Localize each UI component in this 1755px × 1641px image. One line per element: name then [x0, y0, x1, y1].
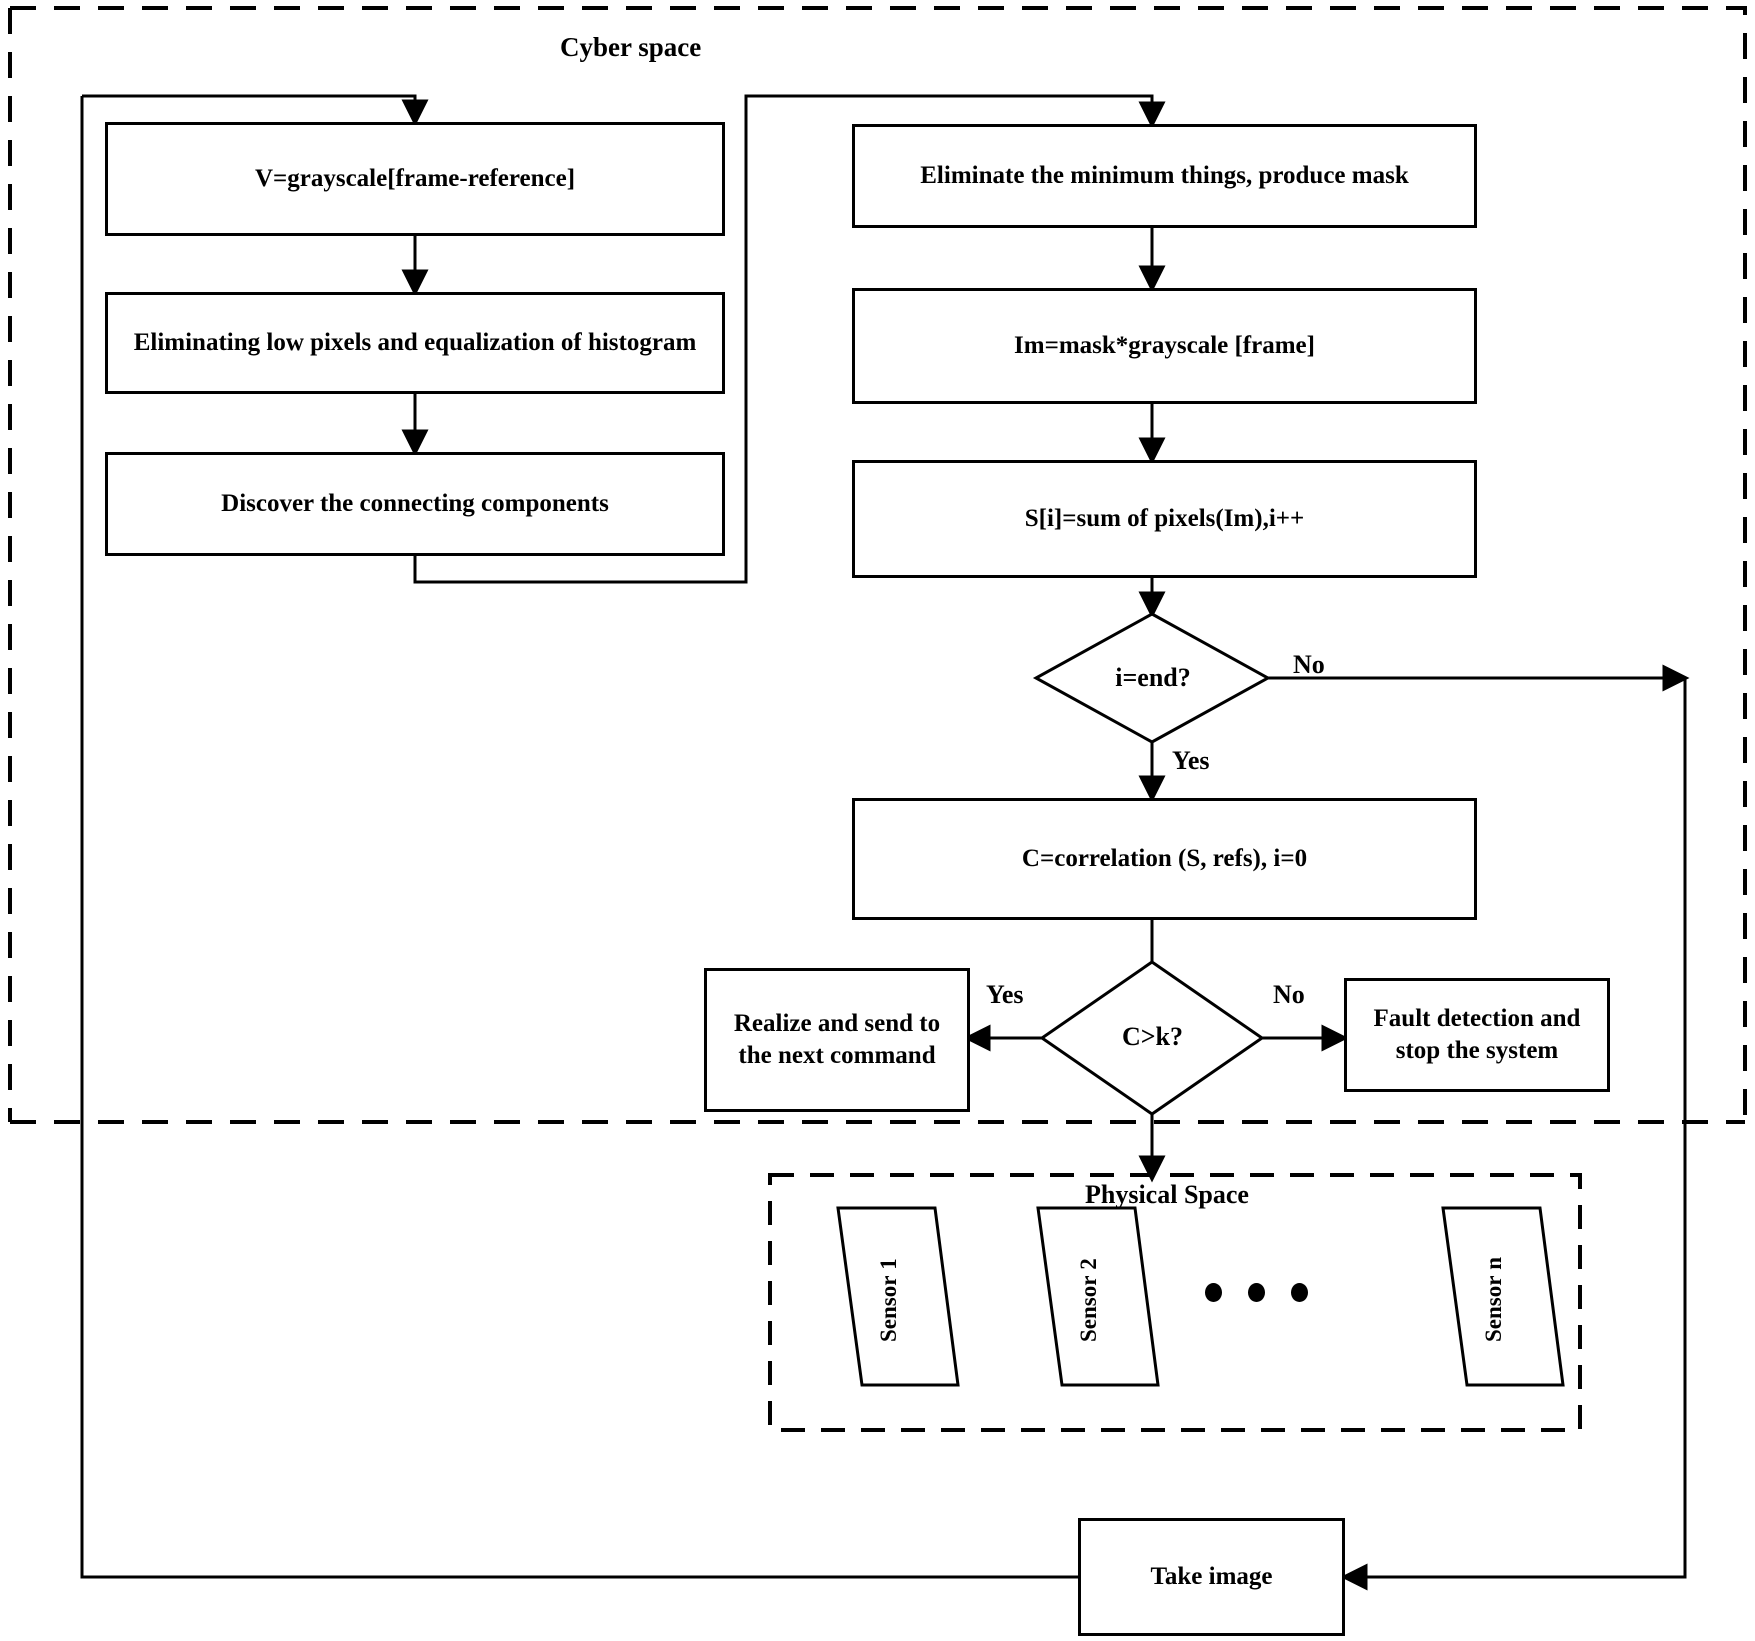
process-correlation[interactable]: C=correlation (S, refs), i=0	[852, 798, 1477, 920]
decision-c-gt-k-label[interactable]: C>k?	[1121, 1022, 1184, 1051]
edge-label-c-k-yes: Yes	[986, 980, 1024, 1009]
sensor-n-shape	[1441, 1206, 1565, 1387]
process-eliminate-low-pixels[interactable]: Eliminating low pixels and equalization …	[105, 292, 725, 394]
process-mask-grayscale[interactable]: Im=mask*grayscale [frame]	[852, 288, 1477, 404]
process-realize-and-send[interactable]: Realize and send to the next command	[704, 968, 970, 1112]
process-fault-detection[interactable]: Fault detection and stop the system	[1344, 978, 1610, 1092]
process-eliminate-minimum-things[interactable]: Eliminate the minimum things, produce ma…	[852, 124, 1477, 228]
process-discover-connecting-components[interactable]: Discover the connecting components	[105, 452, 725, 556]
edge-label-i-end-yes: Yes	[1172, 746, 1210, 775]
process-sum-pixels[interactable]: S[i]=sum of pixels(Im),i++	[852, 460, 1477, 578]
sensor-n-name: Sensor	[1481, 1276, 1506, 1343]
sensor-1-name: Sensor	[876, 1275, 901, 1342]
edge-components-to-eliminate-minimum	[413, 94, 1166, 584]
sensor-2-index: 2	[1076, 1258, 1101, 1270]
edge-loop-into-grayscale	[82, 94, 429, 127]
sensor-n-label: Sensor n	[1481, 1240, 1507, 1360]
sensor-1-index: 1	[876, 1258, 901, 1270]
sensor-2-label: Sensor 2	[1076, 1240, 1102, 1360]
edge-take-image-loop	[80, 96, 1078, 1579]
edge-label-i-end-no: No	[1293, 650, 1325, 679]
physical-space-title: Physical Space	[1085, 1180, 1249, 1209]
cyber-space-boundary	[8, 6, 1747, 1124]
sensor-1-shape	[836, 1206, 960, 1387]
edge-label-c-k-no: No	[1273, 980, 1305, 1009]
sensor-2-shape	[1036, 1206, 1160, 1387]
cyber-space-title: Cyber space	[560, 32, 702, 62]
sensor-1-label: Sensor 1	[876, 1240, 902, 1360]
sensor-ellipsis-icon	[1205, 1283, 1308, 1302]
sensor-2-name: Sensor	[1076, 1275, 1101, 1342]
process-take-image[interactable]: Take image	[1078, 1518, 1345, 1636]
physical-space-boundary	[768, 1173, 1582, 1432]
sensor-n-index: n	[1481, 1257, 1506, 1271]
process-grayscale[interactable]: V=grayscale[frame-reference]	[105, 122, 725, 236]
decision-i-end-label[interactable]: i=end?	[1115, 663, 1191, 692]
edge-i-end-no	[1268, 664, 1690, 1591]
